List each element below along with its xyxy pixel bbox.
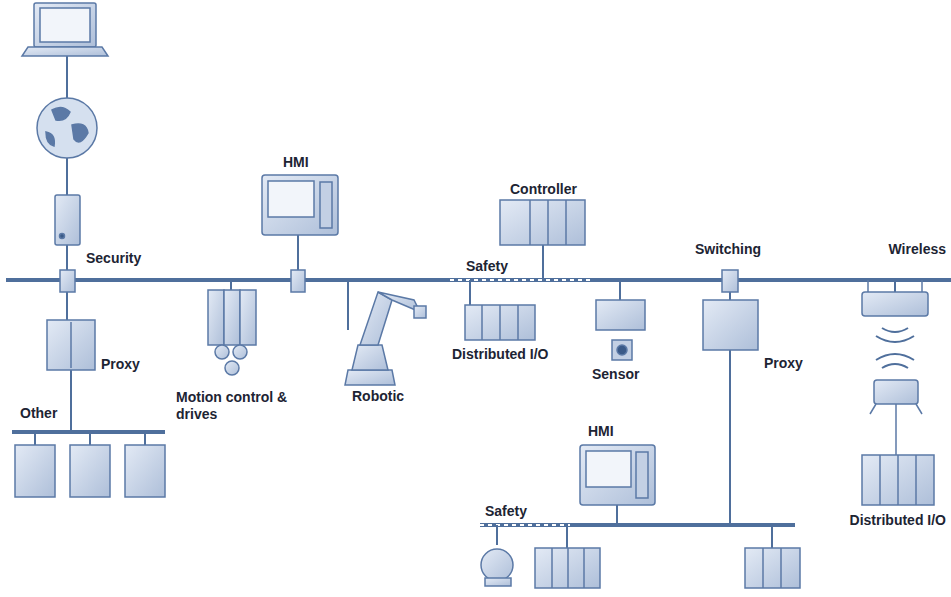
device-label: Robotic (352, 388, 404, 405)
device-label: Safety (485, 503, 527, 520)
device-label: Security (86, 250, 141, 267)
device-label: Safety (466, 258, 508, 275)
device-label: Controller (510, 181, 577, 198)
device-label: Motion control & drives (176, 389, 296, 423)
device-label: Distributed I/O (850, 512, 946, 529)
device-label: Wireless (889, 241, 946, 258)
device-label: Distributed I/O (452, 346, 548, 363)
device-label: Sensor (592, 366, 639, 383)
device-label: Switching (695, 241, 761, 258)
device-label: HMI (588, 423, 614, 440)
device-label: Other (20, 405, 57, 422)
device-label: HMI (283, 154, 309, 171)
device-label: Proxy (764, 355, 803, 372)
device-label: Proxy (101, 356, 140, 373)
